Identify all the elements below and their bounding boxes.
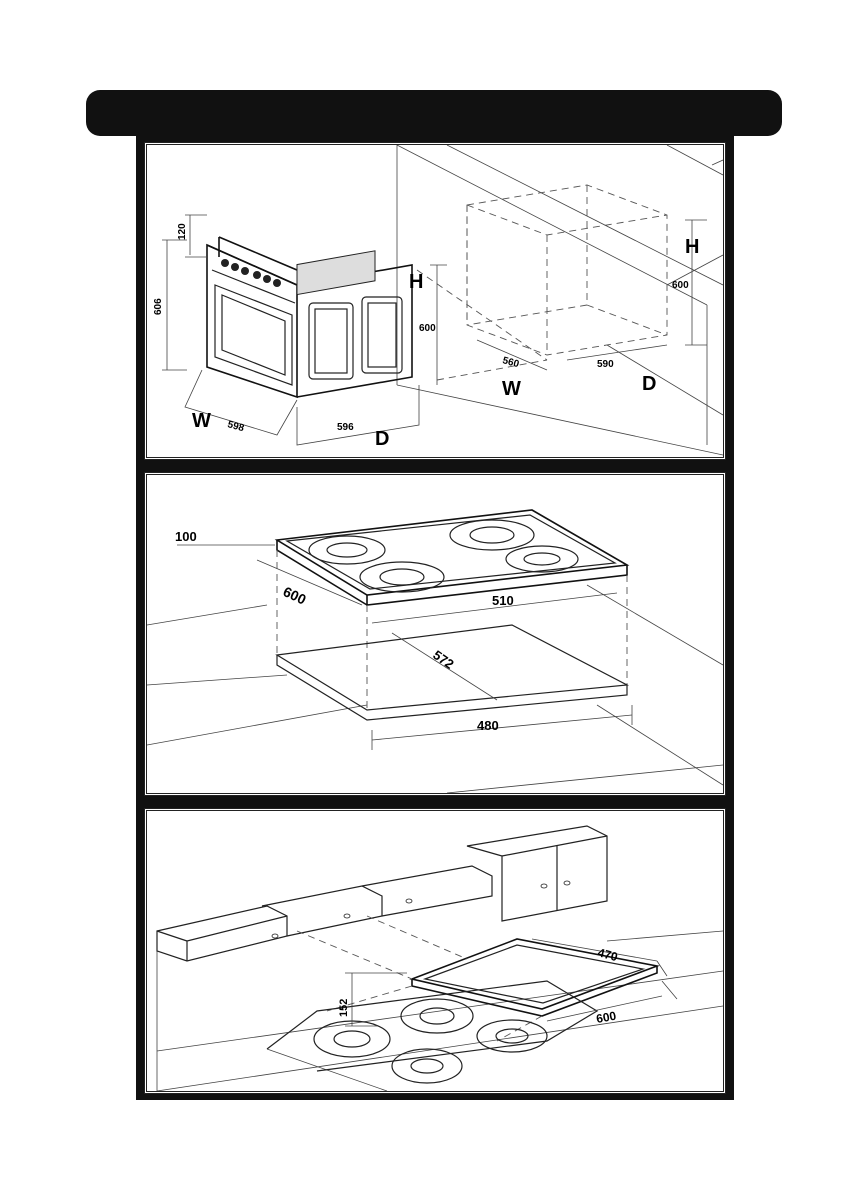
cutout-width-dim: 480 <box>477 718 499 733</box>
hood-drawing: 152 470 600 <box>147 811 723 1091</box>
hood-depth-dim: 600 <box>595 1009 617 1026</box>
cavity-height-dim: 600 <box>419 323 436 334</box>
hob-depth-dim: 600 <box>281 583 309 607</box>
oven-top-dim: 120 <box>177 223 188 240</box>
oven-d-label: D <box>375 428 389 450</box>
hood-diagram: 152 470 600 <box>144 808 726 1094</box>
cavity-height2-dim: 600 <box>672 280 689 291</box>
hob-cutout-panel: 100 600 510 572 480 <box>136 466 734 802</box>
hob-cutout-diagram: 100 600 510 572 480 <box>144 472 726 796</box>
cutout-depth-dim: 572 <box>430 647 456 672</box>
cavity-h-label: H <box>409 271 423 293</box>
oven-w-label: W <box>192 410 211 432</box>
cavity-w-label: W <box>502 378 521 400</box>
hob-top-dim: 100 <box>175 529 197 544</box>
cavity-d-label: D <box>642 373 656 395</box>
oven-drawing: 120 606 598 W 596 D H 600 560 W 590 D H … <box>147 145 723 457</box>
header-bar <box>86 90 782 136</box>
hood-height-dim: 152 <box>338 999 350 1017</box>
hob-cutout-drawing: 100 600 510 572 480 <box>147 475 723 793</box>
oven-diagram: 120 606 598 W 596 D H 600 560 W 590 D H … <box>144 142 726 460</box>
cavity-depth-dim: 590 <box>597 359 614 370</box>
oven-height-dim: 606 <box>153 298 164 315</box>
hob-width-dim: 510 <box>492 593 514 608</box>
oven-panel: 120 606 598 W 596 D H 600 560 W 590 D H … <box>136 136 734 466</box>
hood-panel: 152 470 600 <box>136 802 734 1100</box>
oven-width-dim: 598 <box>226 419 245 434</box>
oven-depth-dim: 596 <box>337 422 354 433</box>
cavity-h2-label: H <box>685 236 699 258</box>
